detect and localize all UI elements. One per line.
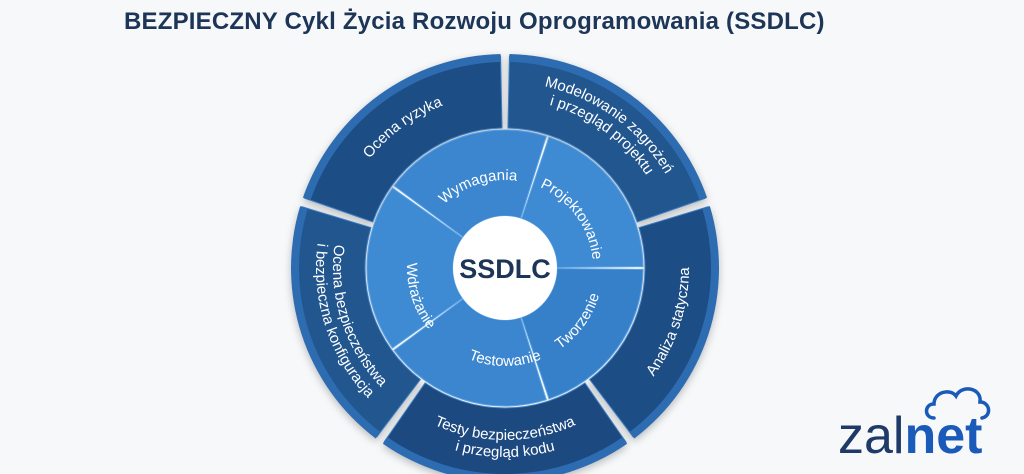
outer-rim-5 (291, 206, 381, 439)
center-label: SSDLC (459, 254, 551, 284)
center-circle (453, 216, 557, 320)
outer-security-testing-line-2: i przegląd kodu (454, 438, 557, 461)
logo-part-2: net (904, 407, 983, 465)
page-title: BEZPIECZNY Cykl Życia Rozwoju Oprogramow… (124, 8, 825, 35)
logo-text: zalnet (838, 410, 982, 462)
outer-rim-1 (302, 54, 501, 201)
outer-rim-2 (509, 54, 708, 201)
outer-rim-3 (629, 206, 719, 439)
logo-part-1: zal (838, 407, 905, 465)
cloud-icon (924, 387, 991, 420)
phase-testing: Testowanie (467, 347, 543, 370)
outer-rim-4 (382, 437, 628, 474)
zalnet-logo: zalnet (830, 380, 1020, 470)
